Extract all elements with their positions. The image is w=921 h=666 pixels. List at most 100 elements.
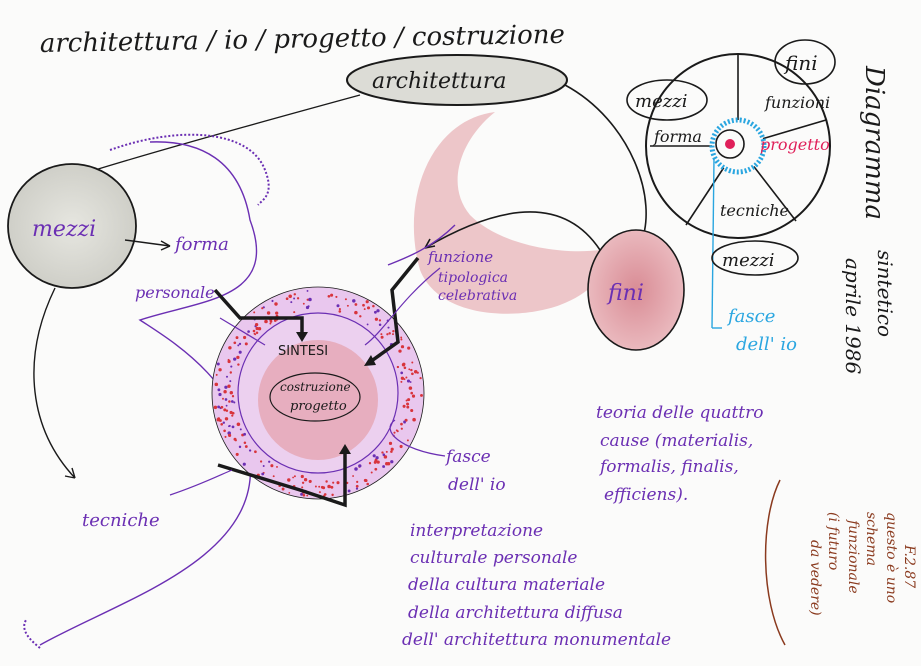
ring-dot	[229, 371, 233, 374]
ring-dot	[416, 371, 419, 374]
ring-dot	[227, 384, 231, 388]
teoria-note: teoria delle quattro cause (materialis, …	[596, 403, 764, 505]
ring-dot	[405, 399, 408, 402]
ring-dot	[368, 462, 372, 465]
ring-dot	[378, 319, 382, 322]
wheel-forma: forma	[653, 127, 702, 146]
ring-dot	[302, 493, 306, 497]
ring-dot	[403, 420, 406, 423]
architettura-label: architettura	[372, 69, 507, 94]
ring-dot	[336, 304, 340, 308]
ring-dot	[322, 486, 326, 490]
wheel-mezzi-top: mezzi	[635, 91, 687, 112]
ring-dot	[356, 480, 359, 484]
ring-dot	[400, 427, 403, 430]
ring-dot	[411, 372, 414, 376]
ring-dot	[388, 441, 393, 446]
ring-dot	[338, 308, 341, 311]
wheel-fasce: fasce	[726, 306, 775, 327]
svg-text:F.2.87: F.2.87	[901, 544, 917, 588]
purple-line-right	[387, 224, 456, 266]
arrow-fini-funzione	[424, 211, 601, 251]
ring-dot	[244, 445, 248, 448]
ring-dot	[406, 379, 411, 383]
ring-dot	[406, 405, 410, 409]
ring-dot	[296, 297, 300, 300]
ring-dot	[264, 319, 268, 324]
ring-dot	[385, 450, 388, 453]
svg-text:della cultura materiale: della cultura materiale	[408, 575, 605, 595]
ring-dot	[376, 460, 380, 464]
ring-dot	[262, 465, 265, 467]
ring-dot	[355, 487, 359, 490]
svg-text:formalis, finalis,: formalis, finalis,	[598, 457, 739, 477]
ring-dot	[228, 433, 232, 437]
wheel-progetto: progetto	[760, 135, 830, 154]
ring-dot	[354, 303, 358, 306]
purple-dotted-bottom	[23, 619, 41, 649]
ring-dot	[347, 489, 351, 493]
ring-dot	[407, 346, 411, 350]
ring-dot	[376, 309, 380, 313]
side-title-2: sintetico	[873, 250, 897, 337]
ring-dot	[385, 462, 389, 466]
personale-label: personale	[135, 283, 215, 302]
fini-label: fini	[606, 281, 644, 306]
thick-arrow-funzione	[368, 256, 420, 364]
funzione-pink-shape	[413, 112, 604, 314]
ring-dot	[257, 326, 262, 331]
ring-dot	[237, 344, 240, 347]
svg-text:interpretazione: interpretazione	[410, 521, 543, 541]
ring-dot	[270, 464, 274, 468]
ring-dot	[359, 315, 362, 318]
ring-dot	[330, 485, 334, 489]
ring-dot	[396, 430, 399, 433]
ring-dot	[346, 304, 349, 307]
ring-dot	[293, 311, 296, 314]
svg-text:funzionale: funzionale	[845, 519, 861, 594]
ring-dot	[275, 311, 279, 315]
ring-dot	[354, 467, 358, 471]
arrow-mezzi-forma	[124, 239, 171, 247]
ring-dot	[287, 478, 291, 482]
ring-dot	[390, 460, 394, 464]
ring-dot	[233, 341, 237, 345]
svg-text:efficiens).: efficiens).	[604, 485, 688, 505]
ring-dot	[306, 494, 309, 497]
side-title-1: Diagramma	[859, 65, 889, 220]
ring-dot	[233, 401, 236, 404]
ring-dot	[400, 345, 405, 349]
svg-text:culturale personale: culturale personale	[410, 548, 577, 568]
ring-dot	[393, 431, 396, 434]
ring-dot	[419, 376, 422, 380]
ring-dot	[252, 329, 256, 333]
ring-dot	[292, 476, 295, 479]
ring-dot	[285, 297, 289, 301]
sintesi-core	[258, 340, 378, 460]
ring-dot	[400, 380, 403, 383]
ring-dot	[253, 332, 256, 335]
ring-dot	[255, 326, 259, 331]
fasce-label: fasce	[444, 447, 491, 467]
arrow-mezzi-tecniche	[33, 287, 76, 479]
ring-dot	[236, 355, 240, 360]
line-architettura-mezzi	[94, 94, 361, 171]
ring-dot	[380, 335, 384, 339]
ring-dot	[402, 404, 406, 408]
forma-label: forma	[173, 234, 229, 255]
ring-dot	[412, 417, 416, 422]
ring-dot	[365, 300, 369, 304]
ring-dot	[235, 452, 239, 456]
ring-dot	[231, 425, 235, 429]
ring-dot	[375, 456, 379, 460]
ring-dot	[254, 450, 257, 454]
brown-note: F.2.87 questo è uno schema funzionale (i…	[807, 512, 917, 616]
ring-dot	[381, 451, 384, 454]
ring-dot	[407, 398, 411, 402]
ring-dot	[274, 302, 278, 306]
ring-dot	[247, 330, 250, 333]
ring-dot	[269, 322, 272, 325]
ring-dot	[222, 421, 225, 424]
svg-text:(i futuro: (i futuro	[825, 512, 841, 570]
